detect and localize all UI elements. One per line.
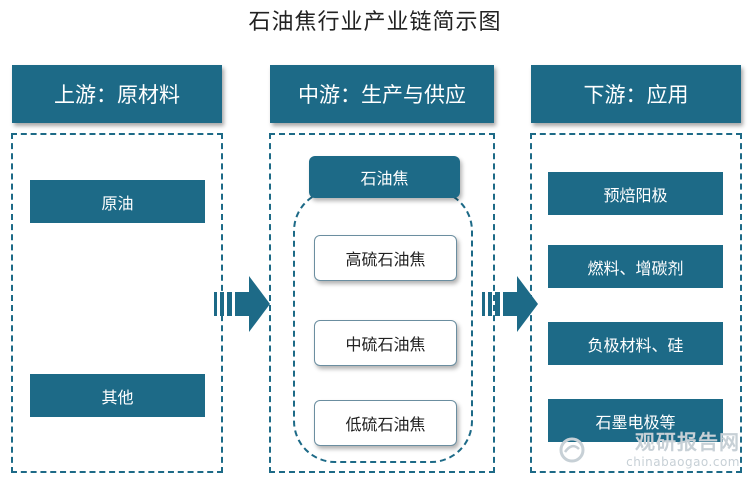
midstream-box <box>269 133 495 473</box>
midstream-item-high-sulfur: 高硫石油焦 <box>314 235 457 281</box>
upstream-item-crude-oil: 原油 <box>30 180 205 223</box>
upstream-item-other: 其他 <box>30 374 205 417</box>
downstream-header: 下游：应用 <box>531 65 741 123</box>
downstream-item-anode-material-silicon: 负极材料、硅 <box>548 322 723 365</box>
midstream-item-low-sulfur: 低硫石油焦 <box>314 400 457 446</box>
diagram-title: 石油焦行业产业链简示图 <box>248 10 502 35</box>
midstream-item-medium-sulfur: 中硫石油焦 <box>314 320 457 366</box>
upstream-header: 上游：原材料 <box>12 65 222 123</box>
downstream-box <box>530 133 742 473</box>
flow-arrow-icon <box>482 276 538 332</box>
watermark: 观研报告网 chinabaogao.com <box>626 426 740 469</box>
watermark-name: 观研报告网 <box>635 430 740 454</box>
downstream-item-graphite-electrode: 石墨电极等 <box>548 399 723 442</box>
flow-arrow-icon <box>214 276 270 332</box>
midstream-main-label: 石油焦 <box>309 156 460 198</box>
watermark-logo-icon <box>559 437 585 463</box>
downstream-item-prebaked-anode: 预焙阳极 <box>548 172 723 215</box>
watermark-url: chinabaogao.com <box>626 455 740 469</box>
midstream-header: 中游：生产与供应 <box>270 65 494 123</box>
downstream-item-fuel-recarburizer: 燃料、增碳剂 <box>548 245 723 288</box>
